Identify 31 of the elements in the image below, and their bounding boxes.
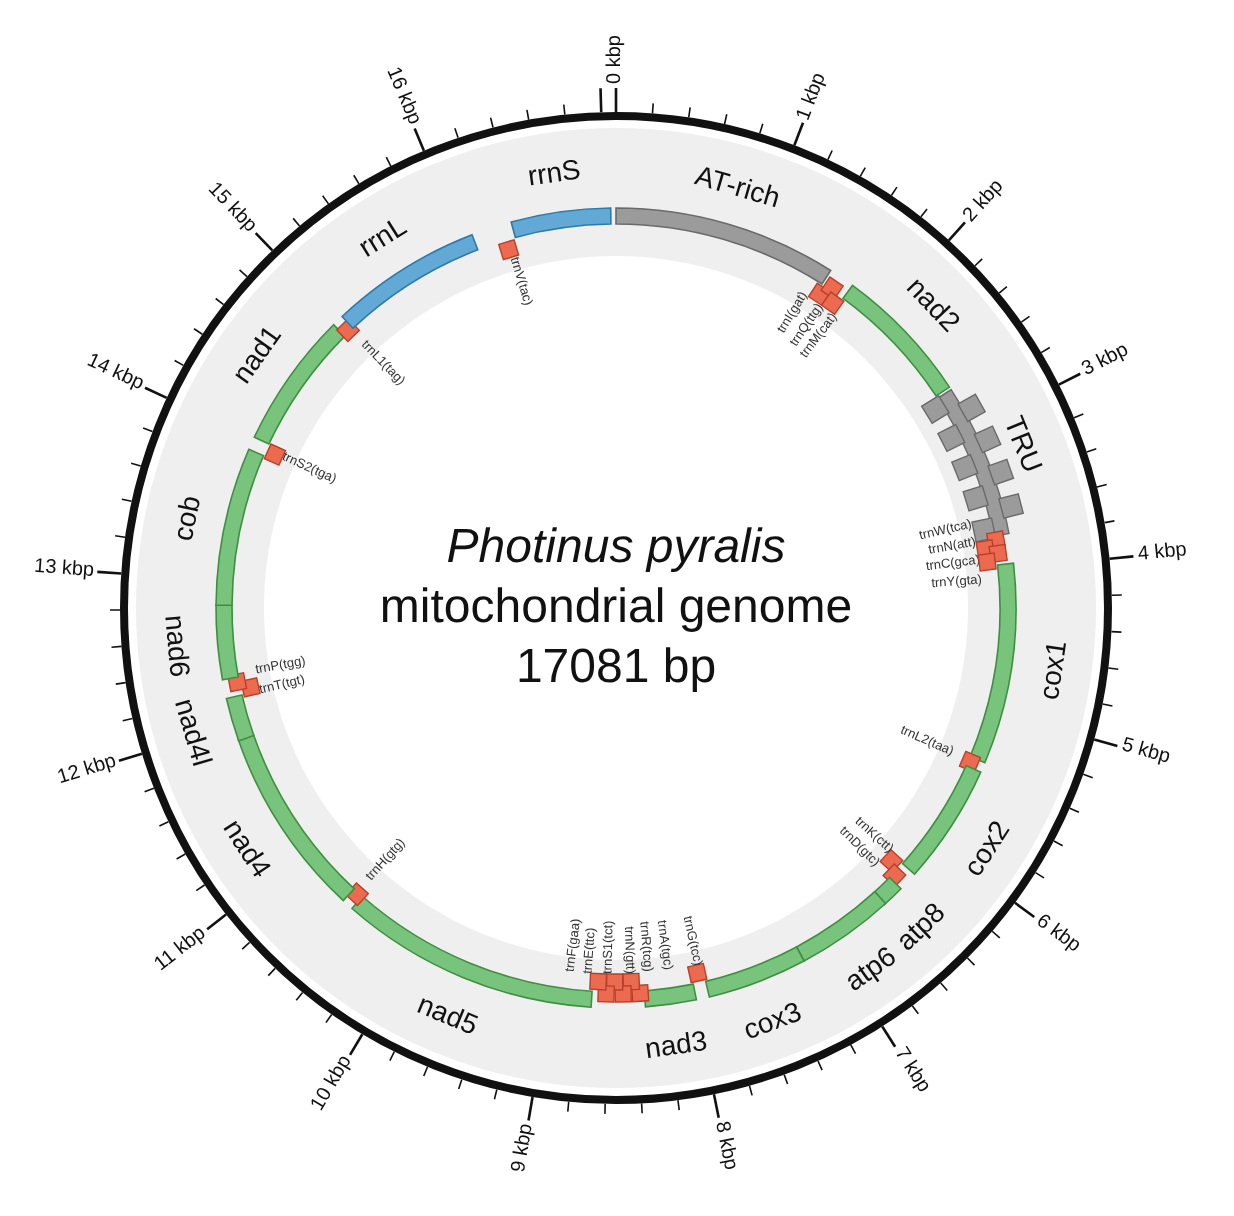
gene-label: nad4l bbox=[170, 694, 217, 768]
scale-tick-label: 4 kbp bbox=[1136, 541, 1188, 566]
gene-label: TRU bbox=[1000, 411, 1048, 476]
gene-label: cox3 bbox=[739, 995, 805, 1043]
scale-tick-label: 7 kbp bbox=[888, 1044, 932, 1097]
scale-tick-label: 14 kbp bbox=[82, 351, 146, 396]
scale-tick-label: 10 kbp bbox=[308, 1053, 357, 1115]
scale-tick-label: 5 kbp bbox=[1118, 737, 1172, 770]
scale-tick-label: 0 kbp bbox=[606, 35, 626, 84]
genome-title: 17081 bp bbox=[515, 644, 717, 692]
scale-tick-label: 8 kbp bbox=[709, 1119, 739, 1172]
scale-tick-label: 16 kbp bbox=[380, 65, 423, 129]
gene-label: nad5 bbox=[413, 989, 483, 1040]
scale-tick-label: 2 kbp bbox=[960, 176, 1008, 227]
gene-label: cox1 bbox=[1033, 639, 1070, 702]
scale-tick-label: 9 kbp bbox=[509, 1122, 538, 1175]
genome-title: Photinus pyralis bbox=[446, 524, 786, 572]
gene-label: rrnL bbox=[353, 210, 411, 261]
gene-label: rrnS bbox=[526, 154, 584, 190]
scale-tick-label: 11 kbp bbox=[151, 923, 211, 976]
gene-label: AT-rich bbox=[693, 160, 785, 212]
scale-tick-label: 1 kbp bbox=[795, 69, 832, 123]
genome-title: mitochondrial genome bbox=[379, 584, 853, 632]
gene-label: cob bbox=[167, 492, 204, 543]
scale-tick-label: 12 kbp bbox=[54, 752, 119, 790]
scale-tick-label: 13 kbp bbox=[32, 557, 94, 582]
gene-label: nad3 bbox=[643, 1025, 710, 1062]
scale-tick-label: 6 kbp bbox=[1031, 911, 1083, 957]
scale-tick-label: 3 kbp bbox=[1079, 341, 1132, 381]
gene-label: nad6 bbox=[161, 613, 195, 679]
scale-tick-label: 15 kbp bbox=[204, 179, 261, 238]
